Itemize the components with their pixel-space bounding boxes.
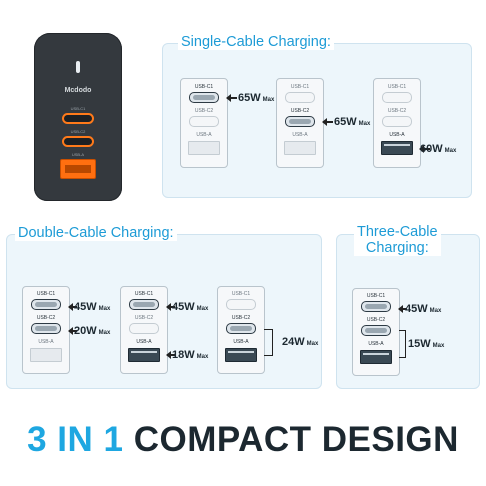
led-indicator <box>76 61 80 73</box>
usb-a-port-icon <box>128 348 160 362</box>
usb-a-port-icon <box>225 348 257 362</box>
port-label-a: USB-A <box>196 132 212 138</box>
single-config-3-card: USB-C1 USB-C2 USB-A <box>373 78 421 168</box>
port-label-c1: USB-C1 <box>36 291 56 297</box>
single-config-1-card: USB-C1 USB-C2 USB-A <box>180 78 228 168</box>
headline-accent: 3 IN 1 <box>27 420 124 459</box>
arrow-icon <box>68 303 77 311</box>
port-label-c1: USB-C1 <box>231 291 251 297</box>
charger-image: Mcdodo USB-C1 USB-C2 USB-A <box>34 33 122 201</box>
usb-c1-port-icon <box>285 92 315 103</box>
arrow-icon <box>166 303 175 311</box>
usb-c1-port-icon <box>226 299 256 310</box>
arrow-icon <box>419 145 430 153</box>
port-label-c2: USB-C2 <box>36 315 56 321</box>
charger-usb-a-port <box>60 159 96 179</box>
usb-c2-port-icon <box>129 323 159 334</box>
port-label-c2: USB-C2 <box>134 315 154 321</box>
port-label-c1: USB-C1 <box>366 293 386 299</box>
bracket-icon <box>264 329 273 356</box>
port-label-c2: USB-C2 <box>290 108 310 114</box>
usb-a-port-icon <box>284 141 316 155</box>
arrow-icon <box>68 327 77 335</box>
usb-c2-port-icon <box>382 116 412 127</box>
three-cable-title-line2: Charging: <box>365 240 429 256</box>
usb-c1-port-icon <box>31 299 61 310</box>
usb-c1-port-icon <box>189 92 219 103</box>
charger-usb-c1-port <box>62 113 94 124</box>
single-cable-title: Single-Cable Charging: <box>178 34 334 50</box>
double-config-3-card: USB-C1 USB-C2 USB-A <box>217 286 265 374</box>
usb-c2-port-icon <box>361 325 391 336</box>
usb-a-port-icon <box>360 350 392 364</box>
brand-logo: Mcdodo <box>64 87 92 94</box>
port-label-c2: USB-C2 <box>366 317 386 323</box>
port-label-a: USB-A <box>292 132 308 138</box>
usb-c2-port-icon <box>189 116 219 127</box>
usb-c1-port-icon <box>361 301 391 312</box>
charger-port-label-a: USB-A <box>71 152 85 157</box>
usb-c2-port-icon <box>285 116 315 127</box>
charger-port-label-c1: USB-C1 <box>70 106 86 111</box>
port-label-c2: USB-C2 <box>231 315 251 321</box>
port-label-a: USB-A <box>136 339 152 345</box>
arrow-icon <box>398 305 407 313</box>
port-label-c1: USB-C1 <box>387 84 407 90</box>
usb-c1-port-icon <box>382 92 412 103</box>
arrow-icon <box>226 94 237 102</box>
port-label-a: USB-A <box>38 339 54 345</box>
usb-a-port-icon <box>381 141 413 155</box>
usb-c2-port-icon <box>31 323 61 334</box>
port-label-c1: USB-C1 <box>134 291 154 297</box>
usb-c2-port-icon <box>226 323 256 334</box>
usb-a-port-icon <box>30 348 62 362</box>
usb-c1-port-icon <box>129 299 159 310</box>
port-label-a: USB-A <box>368 341 384 347</box>
arrow-icon <box>166 351 175 359</box>
headline-main: COMPACT DESIGN <box>133 420 459 459</box>
double-cable-title: Double-Cable Charging: <box>15 225 177 241</box>
arrow-icon <box>322 118 333 126</box>
port-label-c2: USB-C2 <box>387 108 407 114</box>
port-label-a: USB-A <box>389 132 405 138</box>
charger-usb-c2-port <box>62 136 94 147</box>
port-label-c1: USB-C1 <box>290 84 310 90</box>
double-config-2-card: USB-C1 USB-C2 USB-A <box>120 286 168 374</box>
usb-a-port-icon <box>188 141 220 155</box>
double-config-1-card: USB-C1 USB-C2 USB-A <box>22 286 70 374</box>
bracket-icon <box>399 330 406 358</box>
single-config-2-card: USB-C1 USB-C2 USB-A <box>276 78 324 168</box>
three-cable-title-line1: Three-Cable <box>357 224 438 240</box>
port-label-a: USB-A <box>233 339 249 345</box>
triple-config-card: USB-C1 USB-C2 USB-A <box>352 288 400 376</box>
headline: 3 IN 1 COMPACT DESIGN <box>0 420 486 460</box>
three-cable-title: Three-Cable Charging: <box>354 224 441 256</box>
port-label-c2: USB-C2 <box>194 108 214 114</box>
port-label-c1: USB-C1 <box>194 84 214 90</box>
charger-port-label-c2: USB-C2 <box>70 129 86 134</box>
